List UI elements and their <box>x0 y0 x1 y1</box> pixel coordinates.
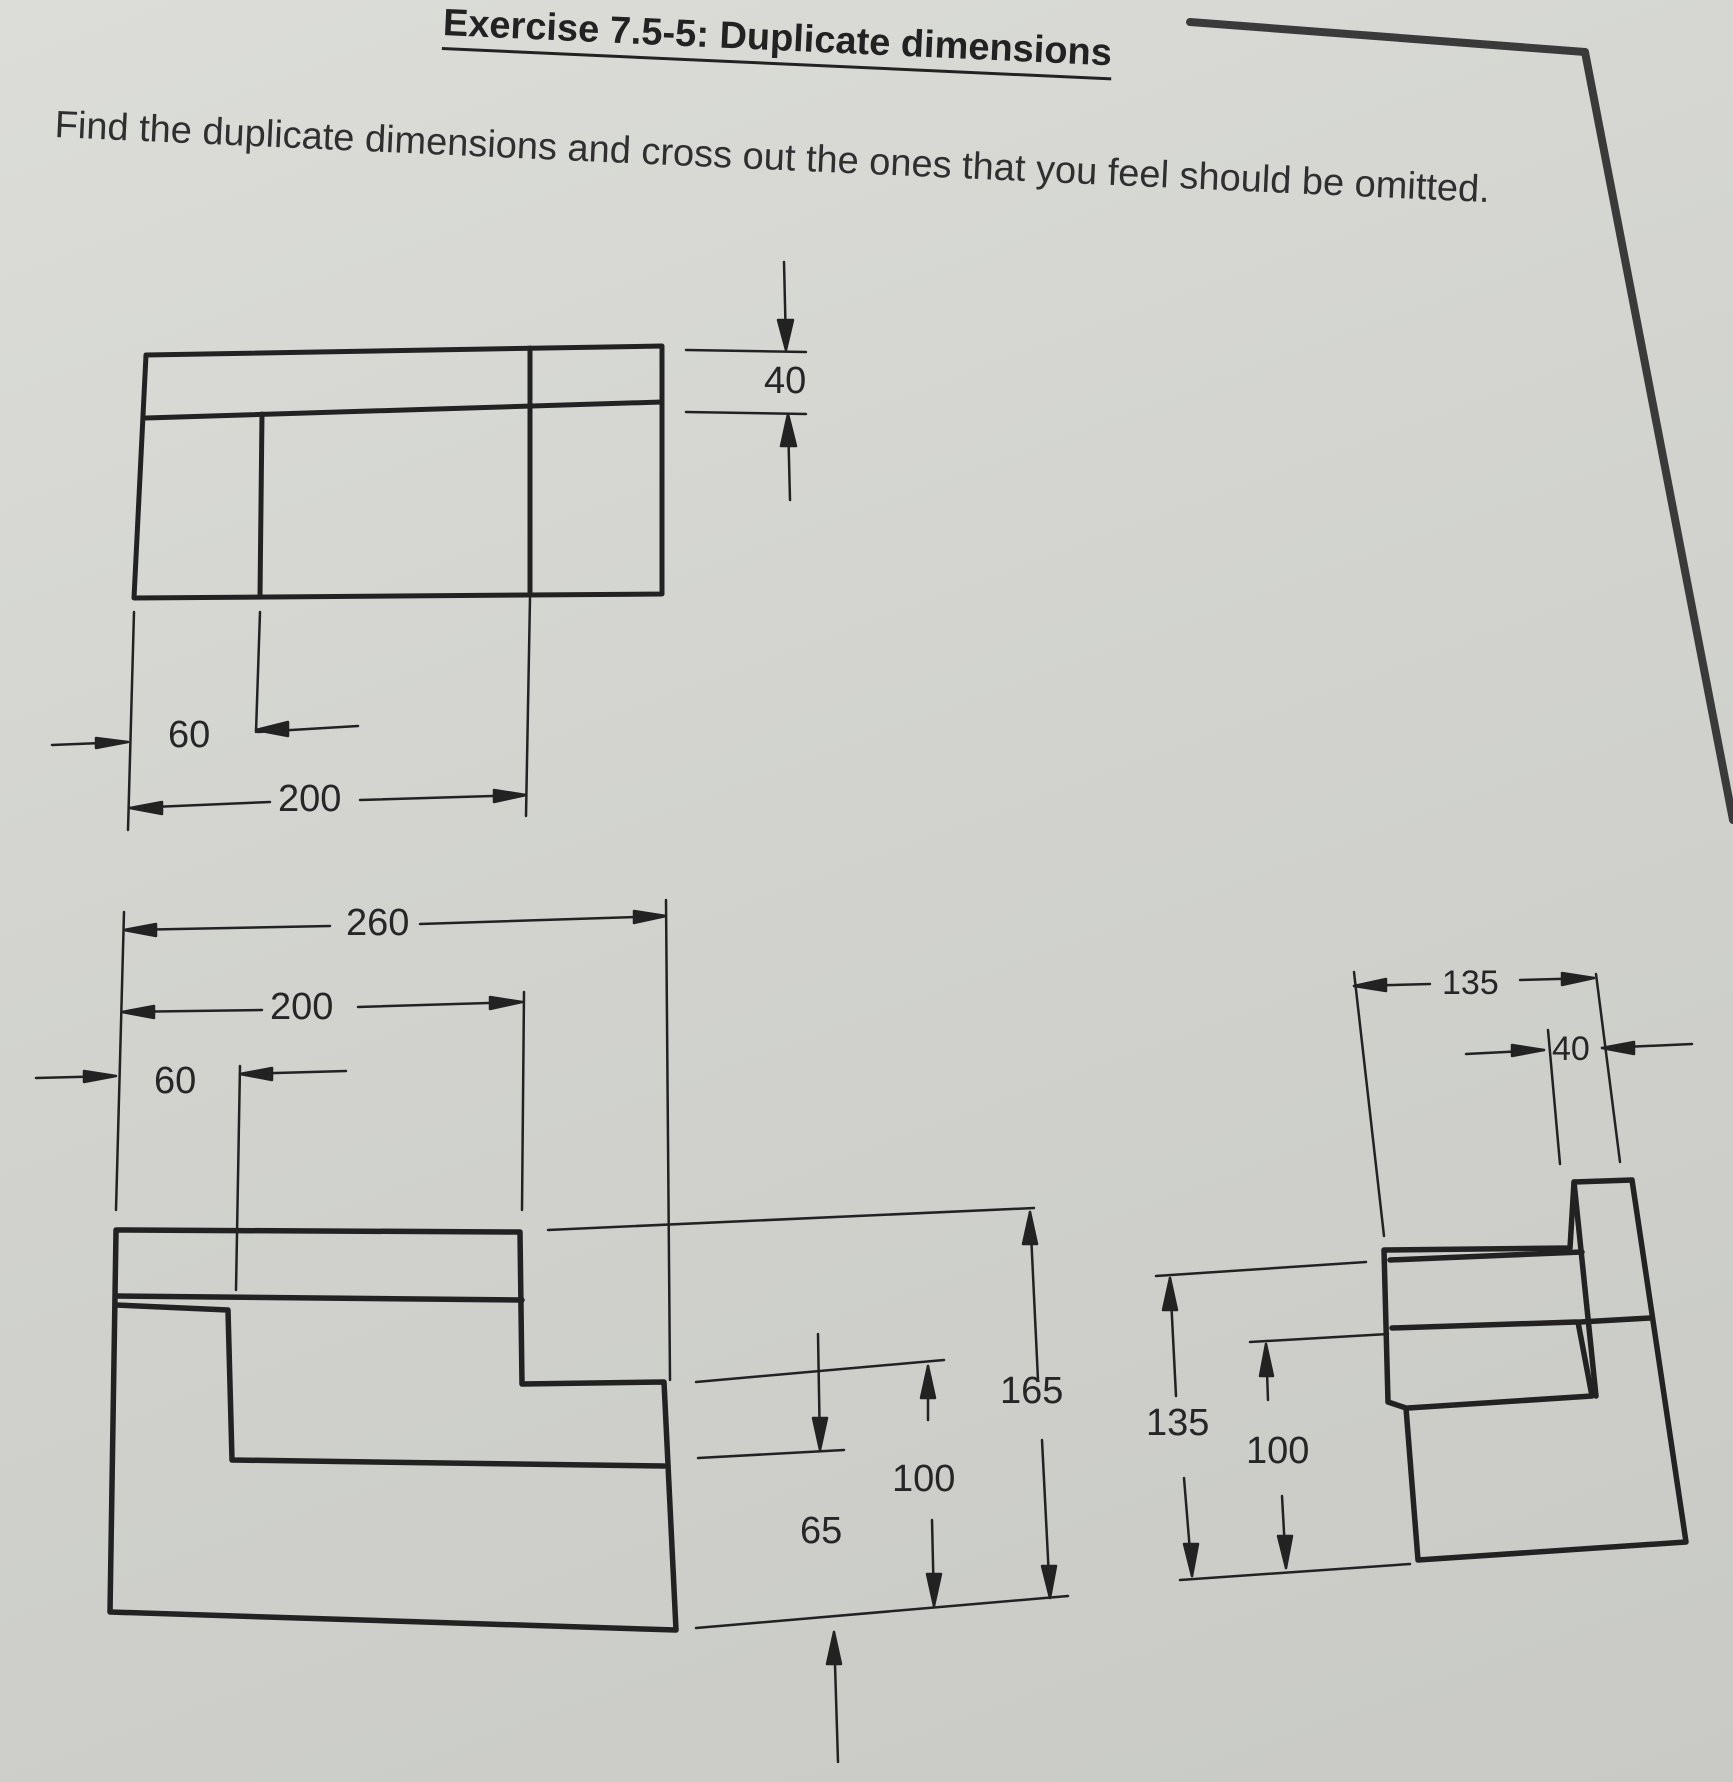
side-view-dimensions <box>1154 970 1694 1582</box>
worksheet-frame <box>1186 18 1733 824</box>
side-view-dim-overall-height-label: 135 <box>1146 1402 1210 1444</box>
top-view-dim-height-label: 40 <box>764 360 807 402</box>
front-view-dim-width-label: 200 <box>270 986 334 1028</box>
top-view-dim-width-label: 200 <box>278 778 342 820</box>
side-view-dim-overall-width-label: 135 <box>1442 964 1499 1002</box>
top-view-dimensions <box>50 260 808 832</box>
front-view-dimensions <box>34 898 1070 1764</box>
front-view-dim-overall-height-label: 165 <box>1000 1370 1064 1412</box>
front-view-dim-mid-height-label: 100 <box>892 1458 956 1500</box>
top-view-drawing <box>131 343 665 601</box>
front-view-dim-overall-width-label: 260 <box>346 902 410 944</box>
front-view-dim-small-width-label: 60 <box>154 1060 197 1102</box>
side-view-dim-mid-height-label: 100 <box>1246 1430 1310 1472</box>
side-view-drawing <box>1381 1177 1689 1563</box>
front-view-dim-step-height-label: 65 <box>800 1510 843 1552</box>
top-view-dim-small-width-label: 60 <box>168 714 211 756</box>
front-view-drawing <box>107 1227 679 1633</box>
side-view-dim-top-width-label: 40 <box>1552 1030 1590 1068</box>
